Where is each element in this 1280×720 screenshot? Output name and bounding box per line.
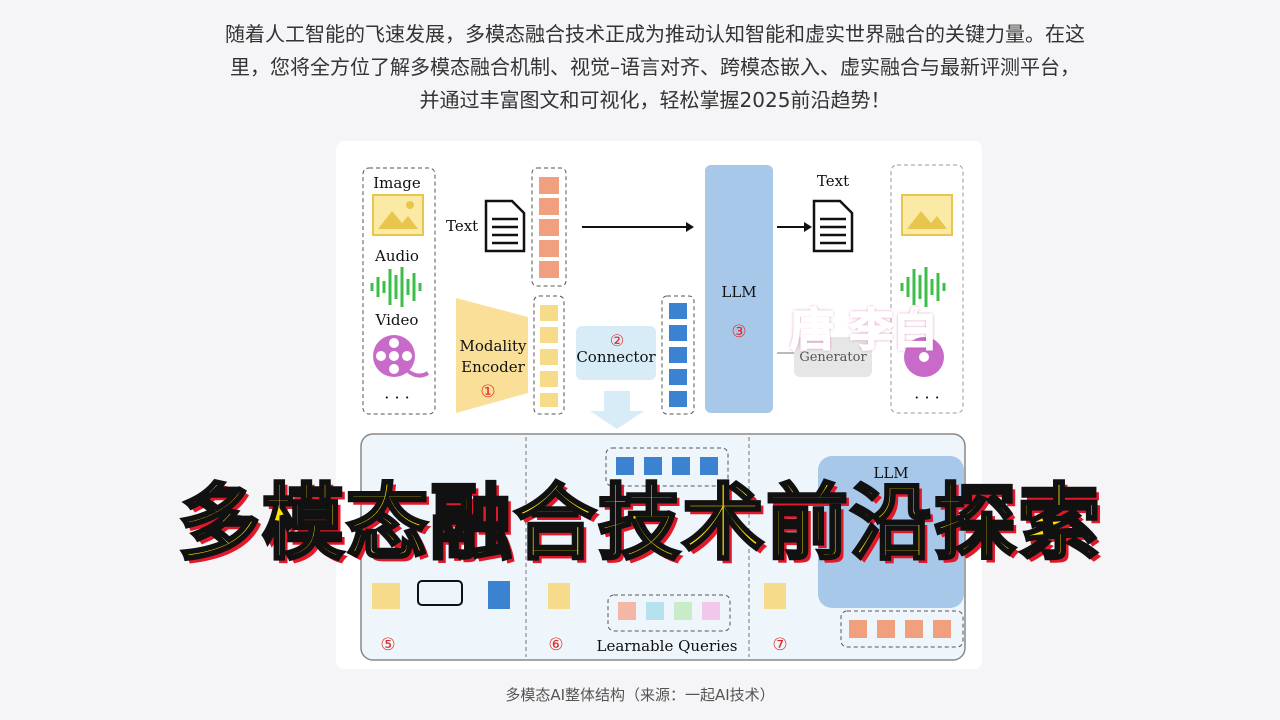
audio-label: Audio	[374, 247, 419, 265]
llm-block	[705, 165, 773, 413]
output-more-ellipsis: · · ·	[914, 388, 939, 407]
text-token	[539, 240, 559, 257]
connector-token	[669, 391, 687, 407]
output-modalities-box	[890, 164, 964, 414]
arrowhead-icon	[804, 222, 812, 232]
output-token	[905, 620, 923, 638]
encoder-token	[764, 583, 786, 609]
variant-number-6: ⑥	[548, 635, 563, 655]
connector-token	[669, 325, 687, 341]
architecture-figure: Image Audio Video · · · Text	[336, 141, 982, 669]
learnable-queries-label: Learnable Queries	[597, 637, 738, 655]
llm-small-label: LLM	[873, 464, 908, 482]
llm-small-block	[818, 456, 964, 608]
connector-token	[669, 303, 687, 319]
llm-number: ③	[731, 322, 746, 342]
connector-token	[488, 581, 510, 609]
down-arrow-icon	[590, 391, 644, 429]
image-icon	[372, 194, 424, 236]
encoder-token	[540, 371, 558, 387]
output-token	[877, 620, 895, 638]
output-audio-icon	[900, 267, 946, 307]
connector-token	[669, 347, 687, 363]
fusion-variants-panel	[360, 433, 966, 661]
output-document-icon	[812, 199, 854, 253]
encoder-token	[372, 583, 400, 609]
text-token-column	[531, 167, 567, 287]
video-reel-icon	[373, 335, 430, 378]
image-label: Image	[373, 174, 421, 192]
learnable-query-token	[618, 602, 636, 620]
text-token	[539, 198, 559, 215]
intro-line-3: 并通过丰富图文和可视化，轻松掌握2025前沿趋势！	[419, 88, 891, 112]
overlay-title: 多模态融合技术前沿探索	[176, 475, 1102, 573]
encoder-label-line2: Encoder	[461, 358, 526, 376]
text-token	[539, 261, 559, 278]
learnable-query-token	[702, 602, 720, 620]
connector-label: Connector	[576, 348, 656, 366]
variant-number-7: ⑦	[772, 635, 787, 655]
output-text-label: Text	[817, 172, 849, 190]
query-token	[700, 457, 718, 475]
encoder-token	[540, 349, 558, 365]
connector-token	[669, 369, 687, 385]
output-token-row	[840, 610, 964, 648]
arrowhead-icon	[686, 222, 694, 232]
text-token	[539, 219, 559, 236]
more-inputs-ellipsis: · · ·	[384, 388, 409, 407]
variant-number-5: ⑤	[380, 635, 395, 655]
encoder-token	[540, 305, 558, 321]
learnable-query-token	[674, 602, 692, 620]
encoder-token	[548, 583, 570, 609]
output-token	[849, 620, 867, 638]
adapter-box	[417, 580, 463, 606]
document-icon	[484, 199, 526, 253]
text-token	[539, 177, 559, 194]
encoder-token	[540, 327, 558, 343]
connector-block	[576, 326, 656, 380]
encoder-token	[540, 393, 558, 407]
output-image-icon	[901, 194, 953, 236]
intro-paragraph: 随着人工智能的飞速发展，多模态融合技术正成为推动认知智能和虚实世界融合的关键力量…	[150, 18, 1160, 117]
encoder-token-column	[533, 295, 565, 415]
figure-caption: 多模态AI整体结构（来源：一起AI技术）	[505, 686, 775, 704]
connector-number: ②	[610, 331, 624, 350]
query-token	[616, 457, 634, 475]
learnable-query-token	[646, 602, 664, 620]
connector-token-column	[661, 295, 695, 415]
llm-label: LLM	[721, 283, 756, 301]
output-video-icon	[904, 337, 944, 377]
video-label: Video	[375, 311, 419, 329]
learnable-query-row	[607, 594, 731, 632]
query-token	[672, 457, 690, 475]
architecture-diagram: Image Audio Video · · · Text	[360, 164, 966, 661]
output-token	[933, 620, 951, 638]
audio-wave-icon	[370, 267, 422, 307]
modality-encoder-block	[456, 298, 528, 413]
input-modalities-box	[362, 167, 436, 415]
watermark-text: 唐 李白	[789, 304, 938, 357]
intro-line-2: 里，您将全方位了解多模态融合机制、视觉–语言对齐、跨模态嵌入、虚实融合与最新评测…	[230, 55, 1080, 79]
generator-block	[794, 337, 872, 377]
text-input-label: Text	[446, 217, 478, 235]
intro-line-1: 随着人工智能的飞速发展，多模态融合技术正成为推动认知智能和虚实世界融合的关键力量…	[225, 22, 1085, 46]
generator-label: Generator	[799, 350, 867, 365]
encoder-number: ①	[480, 382, 495, 402]
query-token	[644, 457, 662, 475]
encoder-label-line1: Modality	[459, 337, 527, 355]
